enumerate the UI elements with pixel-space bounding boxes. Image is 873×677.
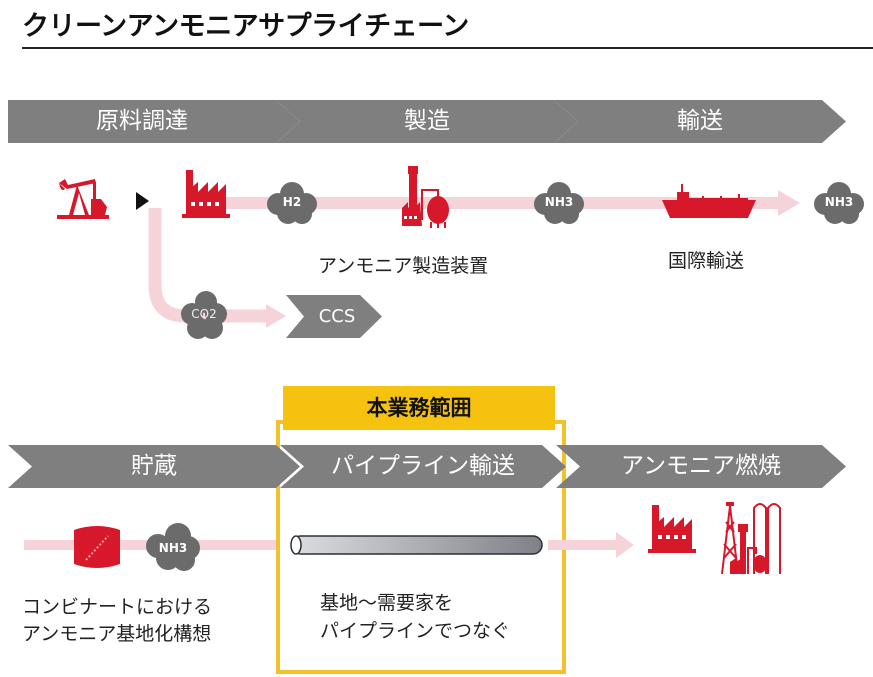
cloud-label: NH3 <box>158 541 188 555</box>
international-transport-caption: 国際輸送 <box>668 250 745 272</box>
business-scope-label: 本業務範囲 <box>283 386 555 430</box>
stage-transport: 輸送 <box>554 100 846 143</box>
stage-manufacturing: 製造 <box>276 100 578 143</box>
tanker-ship-icon <box>662 184 756 218</box>
nh3-storage-cloud: NH3 <box>144 522 202 574</box>
chevron-shape <box>276 100 578 143</box>
h2-cloud: H2 <box>266 180 318 226</box>
factory-icon <box>182 170 230 218</box>
co2-branch-arrowhead <box>266 304 286 328</box>
refinery-icon <box>721 502 781 575</box>
combustion-flow-line <box>548 540 618 550</box>
stage-ammonia-combustion: アンモニア燃焼 <box>556 445 846 488</box>
storage-tank-icon <box>74 526 120 568</box>
combustion-flow-arrowhead <box>616 532 634 558</box>
cloud-icon <box>267 182 317 224</box>
chevron-shape <box>556 445 846 488</box>
oil-pump-icon <box>57 179 109 219</box>
main-flow-line <box>205 197 780 209</box>
chevron-shape <box>8 100 300 143</box>
cloud-icon <box>181 291 227 339</box>
power-factory-icon <box>648 505 696 553</box>
page-title: クリーンアンモニアサプライチェーン <box>22 11 469 42</box>
ccs-chevron: CCS <box>286 295 382 338</box>
co2-cloud: CO2 <box>180 290 228 342</box>
chevron-shape <box>286 295 382 338</box>
main-flow-arrowhead <box>778 190 800 216</box>
cloud-label: H2 <box>282 195 302 209</box>
stage-label: 輸送 <box>677 108 723 134</box>
stage-label: 貯蔵 <box>131 453 177 479</box>
ammonia-plant-caption: アンモニア製造装置 <box>318 255 489 277</box>
nh3-cloud: NH3 <box>533 180 585 226</box>
storage-caption-line2: アンモニア基地化構想 <box>22 623 212 645</box>
stage-label: パイプライン輸送 <box>331 453 515 479</box>
cloud-icon <box>814 182 864 224</box>
stage-label: 製造 <box>404 108 450 134</box>
play-triangle-icon <box>136 192 149 210</box>
cloud-label: NH3 <box>544 195 574 209</box>
cloud-icon <box>146 523 200 571</box>
cloud-icon <box>534 182 584 224</box>
title-divider <box>22 47 873 49</box>
stage-storage: 貯蔵 <box>8 445 300 488</box>
cloud-label: NH3 <box>824 195 854 209</box>
stage-pipeline-transport: パイプライン輸送 <box>280 445 566 488</box>
chevron-shape <box>8 445 300 488</box>
chevron-shape <box>280 445 566 488</box>
ccs-label: CCS <box>318 306 356 327</box>
pipeline-caption-line2: パイプラインでつなぐ <box>320 620 511 642</box>
ammonia-plant-icon <box>402 166 449 228</box>
pipeline-caption-line1: 基地～需要家を <box>320 592 454 614</box>
cloud-label: CO2 <box>191 307 217 321</box>
storage-caption-line1: コンビナートにおける <box>22 596 213 618</box>
stage-label: 原料調達 <box>96 108 188 134</box>
stage-label: アンモニア燃焼 <box>620 453 782 479</box>
nh3-cloud-destination: NH3 <box>813 180 865 226</box>
pipeline-icon <box>290 535 543 555</box>
stage-raw-material: 原料調達 <box>8 100 300 143</box>
chevron-shape <box>554 100 846 143</box>
